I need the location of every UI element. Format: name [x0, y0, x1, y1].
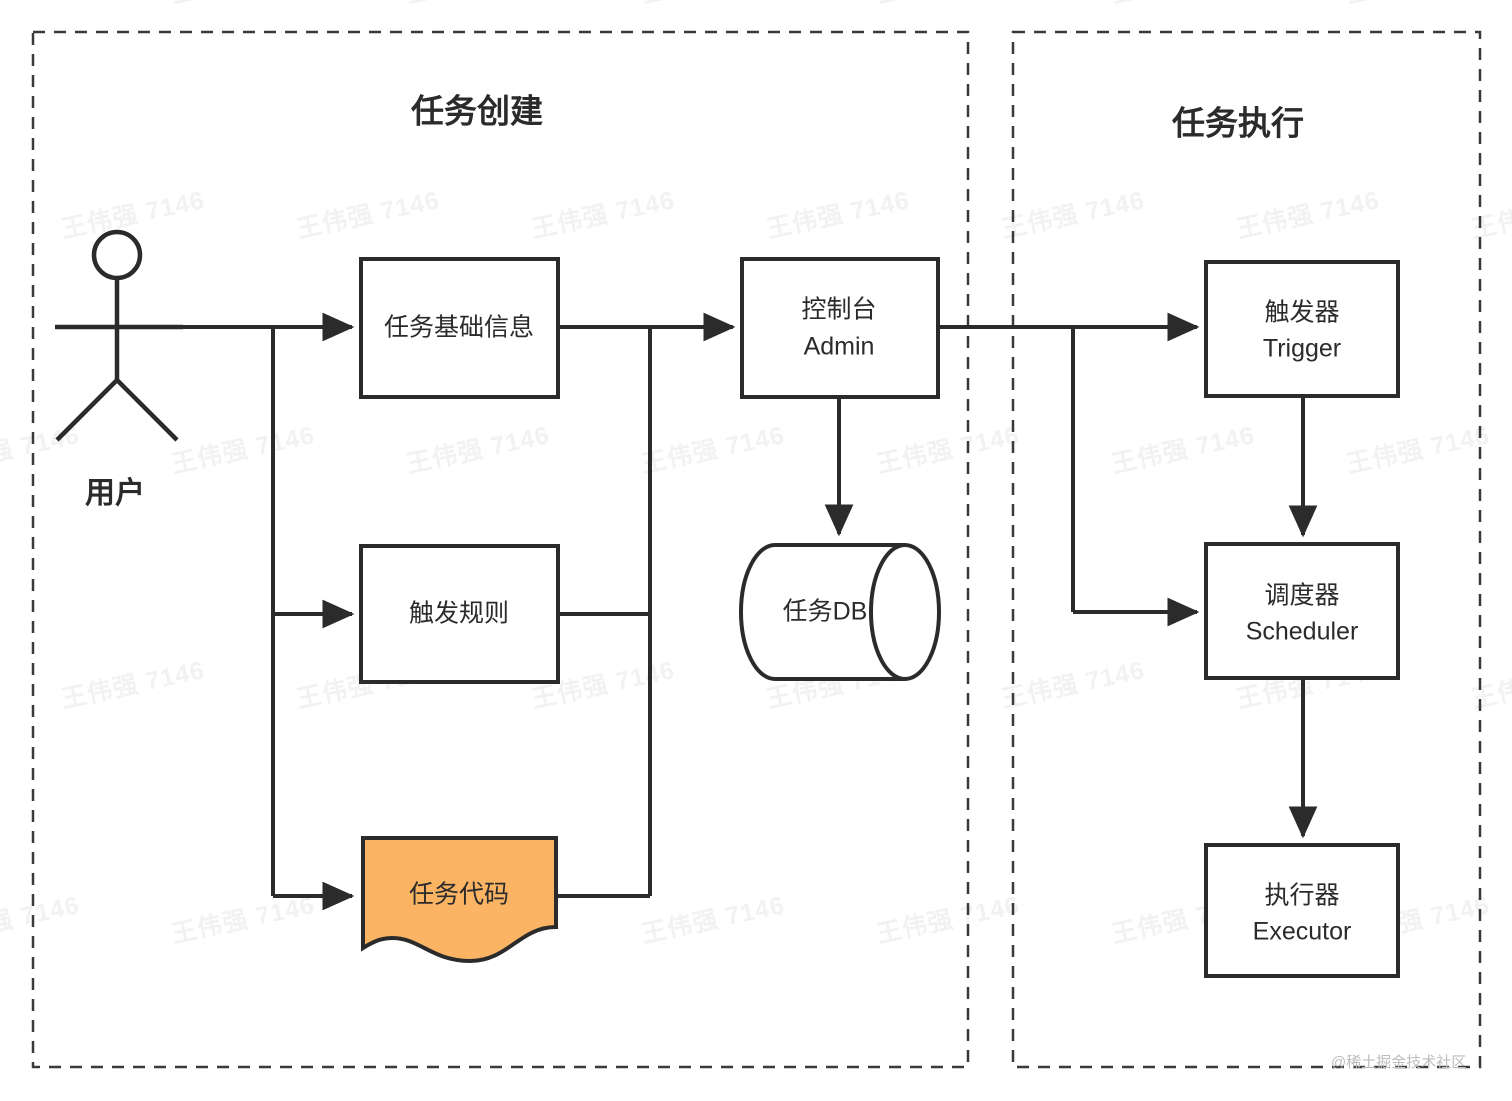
group-title-task-execution: 任务执行 [1172, 105, 1304, 142]
connector-admin-to-execution [938, 312, 1200, 627]
node-task-db[interactable]: 任务DB [739, 543, 941, 681]
group-frame-task-execution [1011, 30, 1482, 1069]
node-trigger-rule-label: 触发规则 [409, 600, 509, 628]
node-scheduler-label-cn: 调度器 [1264, 582, 1339, 610]
node-admin-console[interactable]: 控制台 Admin [740, 257, 940, 399]
node-task-code[interactable]: 任务代码 [361, 836, 558, 964]
node-trigger[interactable]: 触发器 Trigger [1204, 260, 1400, 398]
node-task-db-label: 任务DB [783, 598, 868, 626]
group-title-task-creation: 任务创建 [411, 93, 543, 130]
connector-user-bus [183, 312, 355, 911]
stick-figure-icon [55, 229, 183, 442]
node-scheduler-label-en: Scheduler [1246, 618, 1359, 646]
actor-label-user: 用户 [85, 477, 145, 510]
node-executor[interactable]: 执行器 Executor [1204, 843, 1400, 978]
node-task-basic-info-label: 任务基础信息 [384, 314, 534, 342]
node-trigger-rule[interactable]: 触发规则 [359, 544, 560, 684]
node-task-basic-info[interactable]: 任务基础信息 [359, 257, 560, 399]
credit-watermark: @稀土掘金技术社区 [1331, 1054, 1466, 1071]
group-frame-task-creation [31, 30, 970, 1069]
node-trigger-label-en: Trigger [1263, 335, 1341, 363]
node-trigger-label-cn: 触发器 [1264, 299, 1339, 327]
node-admin-console-label-cn: 控制台 [801, 296, 876, 324]
node-executor-label-cn: 执行器 [1264, 882, 1339, 910]
connector-merge-bus [556, 312, 736, 898]
node-executor-label-en: Executor [1253, 918, 1352, 946]
node-task-code-label: 任务代码 [409, 881, 509, 909]
node-scheduler[interactable]: 调度器 Scheduler [1204, 542, 1400, 680]
node-admin-console-label-en: Admin [804, 333, 875, 361]
